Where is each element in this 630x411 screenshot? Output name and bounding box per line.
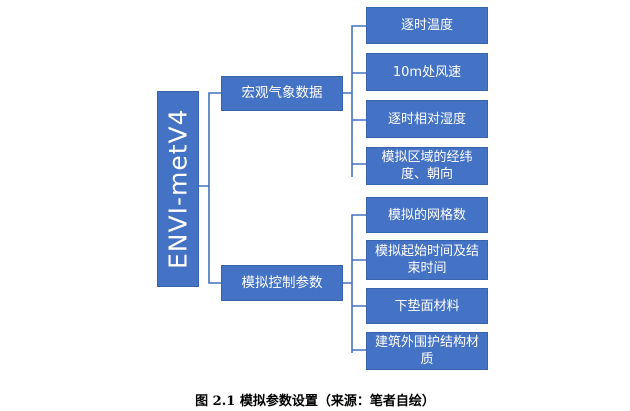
leaf-node: 10m处风速 <box>366 53 488 91</box>
branch-label: 模拟控制参数 <box>241 274 323 291</box>
branch-node-macro-weather: 宏观气象数据 <box>221 76 343 111</box>
connector-root <box>199 92 221 284</box>
leaf-label: 模拟的网格数 <box>387 207 466 223</box>
leaf-label: 下垫面材料 <box>394 298 460 314</box>
leaf-label: 模拟区域的经纬度、朝向 <box>381 150 473 182</box>
root-label: ENVI-metV4 <box>163 108 193 270</box>
leaf-label: 模拟起始时间及结束时间 <box>374 244 479 276</box>
leaf-node: 逐时温度 <box>366 7 488 44</box>
leaf-label: 10m处风速 <box>392 64 462 80</box>
root-node: ENVI-metV4 <box>157 91 199 287</box>
leaf-label: 逐时温度 <box>400 18 453 33</box>
leaf-node: 下垫面材料 <box>366 288 488 324</box>
connector-branch-1 <box>343 25 366 177</box>
connector-branch-2 <box>343 214 366 353</box>
branch-label: 宏观气象数据 <box>241 85 323 101</box>
figure-caption: 图 2.1 模拟参数设置（来源：笔者自绘） <box>195 394 435 409</box>
leaf-node: 模拟的网格数 <box>366 197 488 233</box>
leaf-node: 模拟起始时间及结束时间 <box>366 240 488 280</box>
leaf-node: 模拟区域的经纬度、朝向 <box>366 147 488 185</box>
leaf-node: 建筑外围护结构材质 <box>366 332 488 370</box>
leaf-label: 建筑外围护结构材质 <box>374 335 479 367</box>
leaf-label: 逐时相对湿度 <box>387 111 466 127</box>
branch-node-simulation-control: 模拟控制参数 <box>221 265 343 301</box>
leaf-node: 逐时相对湿度 <box>366 100 488 138</box>
